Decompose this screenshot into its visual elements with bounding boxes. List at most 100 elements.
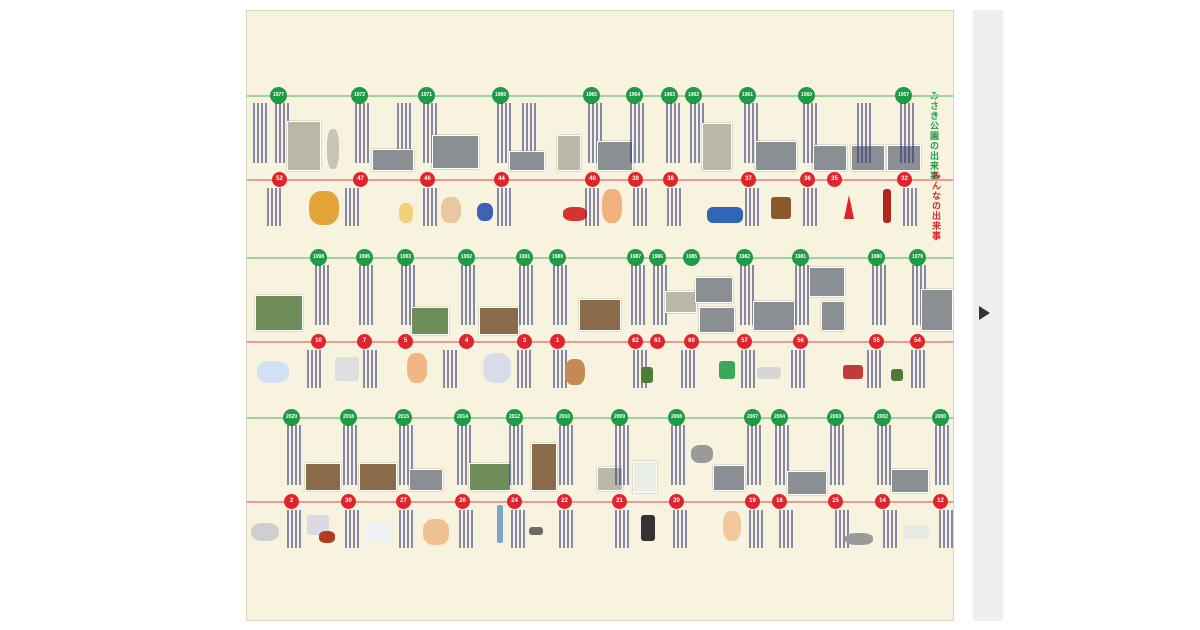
event-photo	[891, 469, 929, 493]
year-badge: 1981	[792, 249, 809, 266]
era-year-badge: 19	[745, 494, 760, 509]
era-year-badge: 56	[793, 334, 808, 349]
year-badge: 1980	[868, 249, 885, 266]
event-text	[671, 425, 685, 485]
event-text	[461, 265, 475, 325]
era-year-badge: 62	[628, 334, 643, 349]
park-timeline-line-1	[247, 95, 953, 97]
event-text	[690, 103, 704, 163]
era-year-badge: 24	[507, 494, 522, 509]
card-illustration	[365, 523, 391, 541]
event-photo	[509, 151, 545, 171]
era-year-badge: 21	[612, 494, 627, 509]
event-text	[939, 510, 953, 548]
event-text	[935, 425, 949, 485]
skytree-illustration	[497, 505, 503, 543]
event-photo	[813, 145, 847, 171]
event-photo	[432, 135, 479, 169]
event-text	[877, 425, 891, 485]
event-text	[343, 425, 357, 485]
event-photo	[479, 307, 519, 335]
event-text	[497, 103, 511, 163]
event-text	[553, 350, 567, 388]
era-year-badge: 36	[800, 172, 815, 187]
year-badge: 1982	[736, 249, 753, 266]
event-photo	[713, 465, 745, 491]
year-badge: 1995	[356, 249, 373, 266]
event-text	[747, 425, 761, 485]
event-text	[443, 350, 457, 388]
era-year-badge: 37	[741, 172, 756, 187]
event-photo	[597, 141, 633, 171]
year-badge: 2018	[340, 409, 357, 426]
year-badge: 1985	[683, 249, 700, 266]
office-illustration	[483, 353, 511, 383]
event-photo	[411, 307, 449, 335]
event-photo	[255, 295, 303, 331]
event-photo	[579, 299, 621, 331]
year-badge: 1964	[626, 87, 643, 104]
event-photo	[409, 469, 443, 491]
event-text	[275, 103, 289, 163]
event-text	[519, 265, 533, 325]
era-year-badge: 39	[628, 172, 643, 187]
era-year-badge: 52	[272, 172, 287, 187]
event-photo	[359, 463, 397, 491]
era-year-badge: 35	[827, 172, 842, 187]
era-year-badge: 32	[897, 172, 912, 187]
year-badge: 1972	[351, 87, 368, 104]
event-photo	[787, 471, 827, 495]
game-illustration	[843, 365, 863, 379]
crane-bird-illustration	[327, 129, 339, 169]
year-badge: 2007	[744, 409, 761, 426]
year-badge: 1991	[516, 249, 533, 266]
event-text	[630, 103, 644, 163]
event-photo	[557, 135, 581, 171]
year-badge: 1989	[549, 249, 566, 266]
era-year-badge: 15	[828, 494, 843, 509]
year-badge: 1979	[909, 249, 926, 266]
timeline-poster: みさき公園の出来事 みんなの出来事 1977 1972 1971 1969 19…	[246, 10, 954, 621]
era-year-badge: 44	[494, 172, 509, 187]
event-text	[315, 265, 329, 325]
event-photo	[531, 443, 557, 491]
event-text	[867, 350, 881, 388]
event-text	[497, 188, 511, 226]
era-year-badge: 22	[557, 494, 572, 509]
shuttle-illustration	[757, 367, 781, 379]
bridge-illustration	[257, 361, 289, 383]
era-year-badge: 26	[455, 494, 470, 509]
park-timeline-line-3	[247, 417, 953, 419]
era-year-badge: 54	[910, 334, 925, 349]
era-year-badge: 61	[650, 334, 665, 349]
event-text	[673, 510, 687, 548]
bottle-illustration	[883, 189, 891, 223]
event-text	[287, 425, 301, 485]
event-photo	[755, 141, 797, 171]
tower-illustration	[844, 195, 854, 219]
stadium-illustration	[251, 523, 279, 541]
train-illustration	[707, 207, 743, 223]
car-illustration	[563, 207, 587, 221]
event-text	[857, 103, 871, 163]
era-year-badge: 60	[684, 334, 699, 349]
year-badge: 2000	[932, 409, 949, 426]
park-events-title: みさき公園の出来事	[928, 91, 938, 181]
era-year-badge: 10	[311, 334, 326, 349]
event-text	[615, 510, 629, 548]
document-photo	[633, 461, 657, 493]
era-year-badge: 14	[875, 494, 890, 509]
era-year-badge: 47	[353, 172, 368, 187]
era-year-badge: 5	[398, 334, 413, 349]
chevron-right-icon[interactable]	[979, 306, 990, 320]
year-badge: 1969	[492, 87, 509, 104]
year-badge: 1971	[418, 87, 435, 104]
year-badge: 1965	[583, 87, 600, 104]
year-badge: 1962	[685, 87, 702, 104]
event-text	[522, 103, 536, 163]
era-year-badge: 7	[357, 334, 372, 349]
era-year-badge: 55	[869, 334, 884, 349]
event-text	[653, 265, 667, 325]
year-badge: 1957	[895, 87, 912, 104]
food-illustration	[399, 203, 413, 223]
